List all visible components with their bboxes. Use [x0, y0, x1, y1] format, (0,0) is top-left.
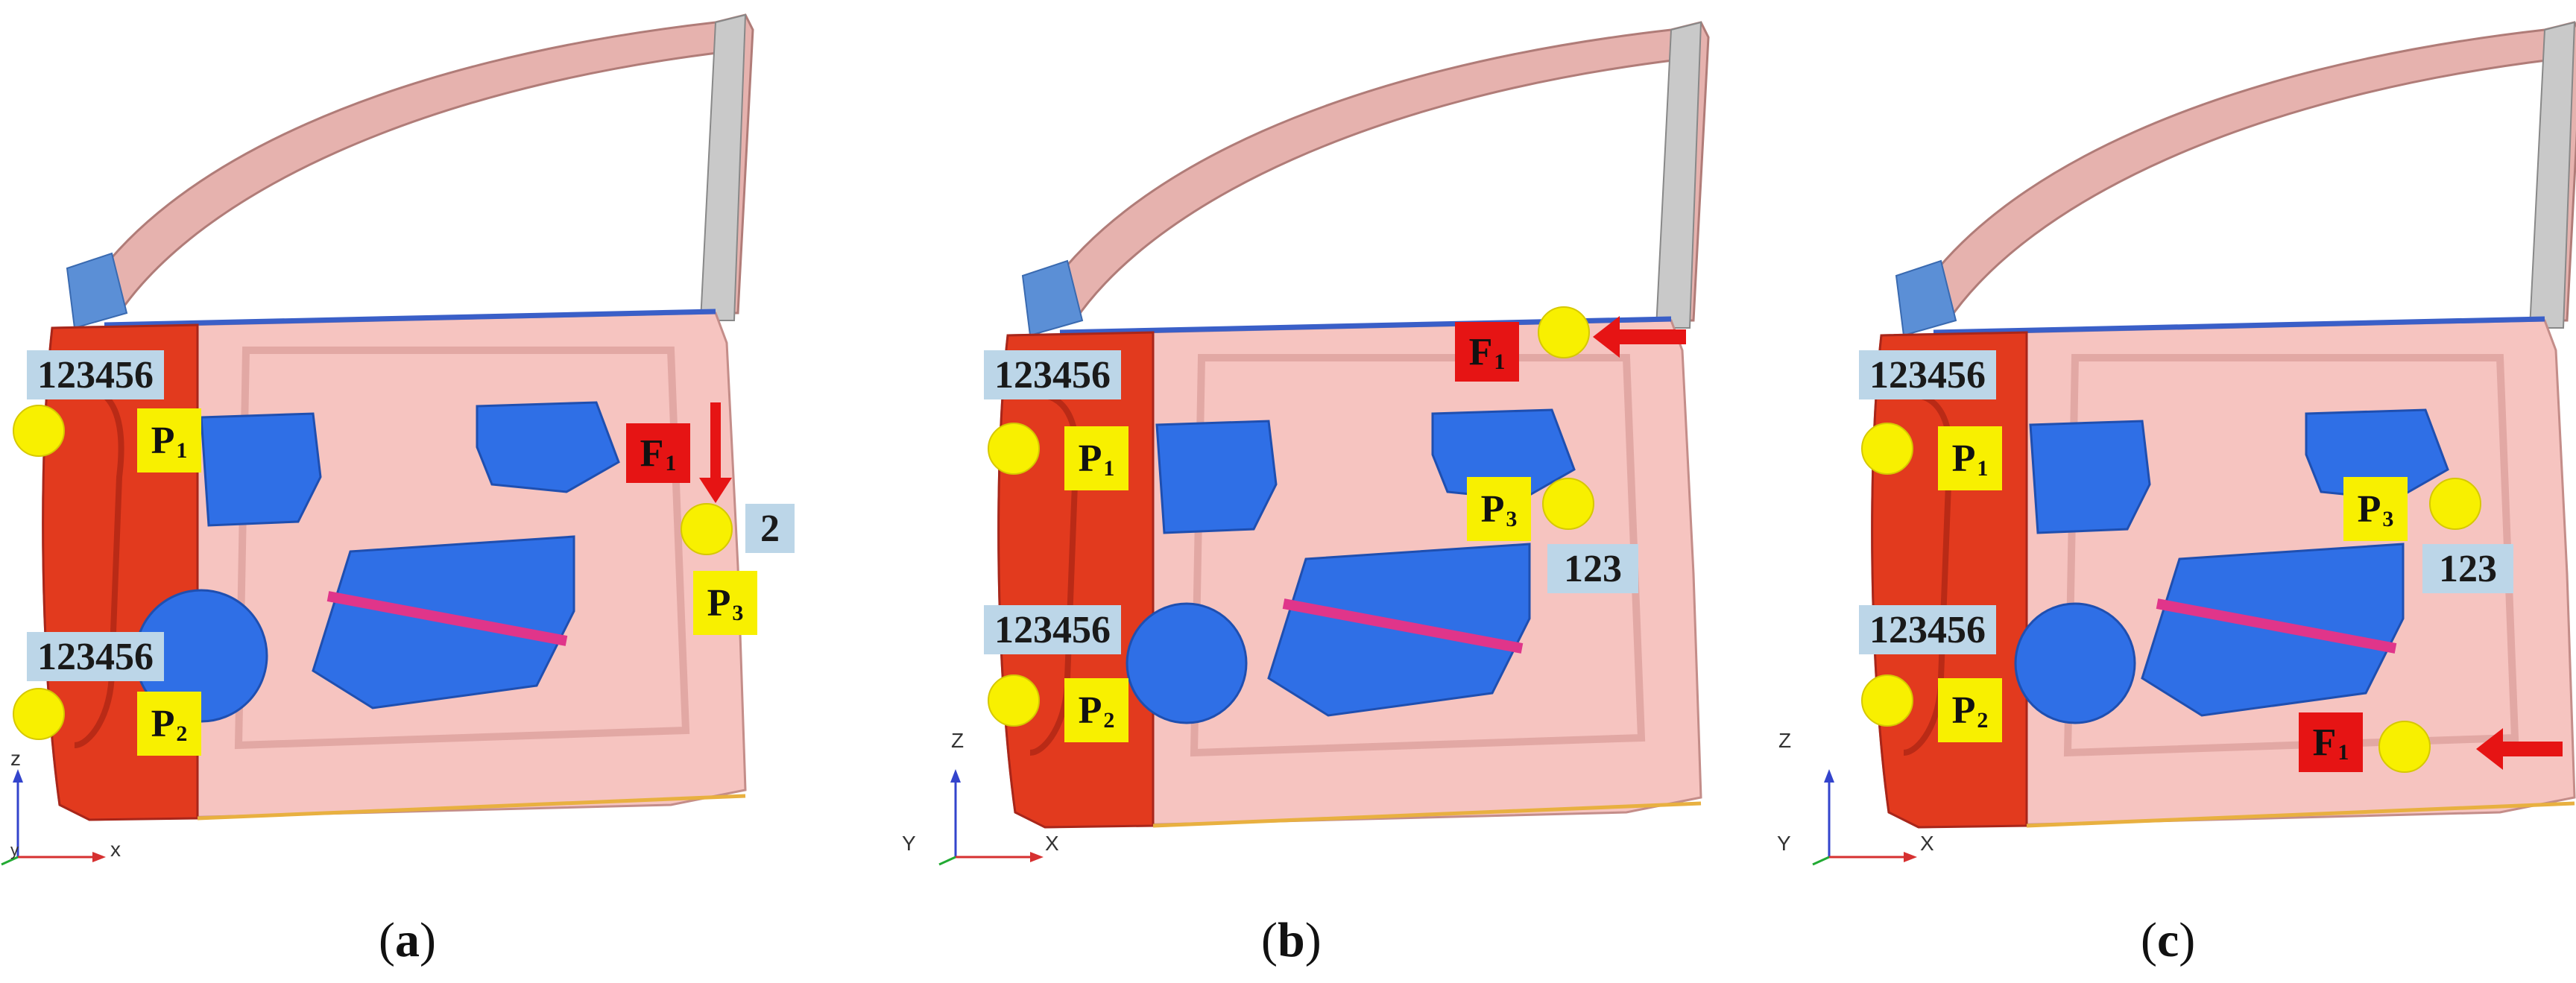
access-hole-upper-right — [476, 401, 620, 493]
axis-y — [938, 856, 956, 866]
hinge-reinforcement — [1871, 331, 2028, 829]
window-pillar — [2528, 21, 2576, 329]
axis-x-head — [92, 852, 106, 862]
axis-label-z: Z — [951, 729, 965, 752]
access-hole-upper-left — [2029, 420, 2151, 534]
point-marker — [1538, 306, 1590, 358]
axis-z-head — [13, 769, 23, 783]
door-inner-panel-drawing — [1, 13, 754, 866]
force-arrow-head — [699, 478, 732, 503]
caption-a: (a) — [379, 913, 436, 967]
bottom-flange — [2026, 801, 2575, 828]
impact-beam — [326, 591, 568, 646]
constraint-label-latch: 123 — [2422, 544, 2513, 593]
window-frame — [1035, 21, 1710, 322]
axis-y — [1, 856, 19, 866]
point-marker — [2378, 721, 2431, 773]
door-inner-panel-drawing — [938, 21, 1710, 866]
point-marker — [681, 503, 733, 555]
point-marker — [13, 405, 65, 457]
caption-c: (c) — [2141, 913, 2196, 967]
constraint-label-hinge-lower: 123456 — [984, 605, 1121, 654]
constraint-label-hinge-lower: 123456 — [1859, 605, 1996, 654]
access-hole-upper-left — [1155, 420, 1278, 534]
axis-label-x: X — [1920, 832, 1934, 855]
axis-label-y: Y — [1777, 832, 1791, 855]
caption-b: (b) — [1261, 913, 1322, 967]
constraint-label-latch: 123 — [1547, 544, 1638, 593]
constraint-label-latch: 2 — [745, 504, 795, 553]
point-marker — [2429, 478, 2481, 530]
speaker-hole — [1126, 602, 1248, 724]
axis-label-z: Z — [1778, 729, 1792, 752]
point-marker — [988, 423, 1040, 475]
bottom-flange — [1152, 801, 1702, 828]
belt-line — [1933, 316, 2545, 335]
window-frame — [1909, 21, 2576, 322]
point-marker — [1542, 478, 1594, 530]
point-marker — [13, 688, 65, 740]
axis-label-y: y — [10, 841, 19, 859]
force-arrow-shaft — [2498, 742, 2563, 756]
axis-label-z: z — [10, 747, 21, 770]
window-frame — [80, 13, 754, 315]
access-hole-upper-left — [200, 412, 322, 527]
constraint-label-hinge-upper: 123456 — [27, 350, 164, 399]
point-marker — [988, 674, 1040, 727]
window-pillar — [699, 13, 747, 321]
constraint-label-hinge-upper: 123456 — [984, 350, 1121, 399]
axis-z-head — [1824, 769, 1834, 783]
bottom-flange — [197, 794, 746, 821]
window-pillar — [1655, 21, 1702, 329]
force-arrow-shaft — [1615, 329, 1686, 344]
door-inner-panel-drawing — [1812, 21, 2576, 866]
point-marker — [1861, 674, 1913, 727]
axis-x-head — [1904, 852, 1917, 862]
point-marker — [1861, 423, 1913, 475]
force-arrow-head — [1593, 316, 1620, 358]
constraint-label-hinge-upper: 123456 — [1859, 350, 1996, 399]
axis-label-y: Y — [902, 832, 916, 855]
hinge-reinforcement — [997, 331, 1155, 829]
speaker-hole — [2014, 602, 2136, 724]
a-pillar-bracket — [66, 252, 128, 329]
axis-y — [1812, 856, 1830, 866]
belt-line — [104, 309, 716, 328]
axis-z-head — [950, 769, 961, 783]
force-arrow-head — [2476, 728, 2503, 770]
door-group — [42, 13, 754, 821]
axis-label-x: x — [110, 838, 121, 861]
force-arrow-shaft — [710, 402, 721, 481]
axis-x-head — [1030, 852, 1044, 862]
constraint-label-hinge-lower: 123456 — [27, 632, 164, 681]
a-pillar-bracket — [1021, 259, 1084, 337]
axis-label-x: X — [1045, 832, 1059, 855]
impact-beam — [1282, 598, 1524, 654]
impact-beam — [2156, 598, 2397, 654]
a-pillar-bracket — [1895, 259, 1957, 337]
